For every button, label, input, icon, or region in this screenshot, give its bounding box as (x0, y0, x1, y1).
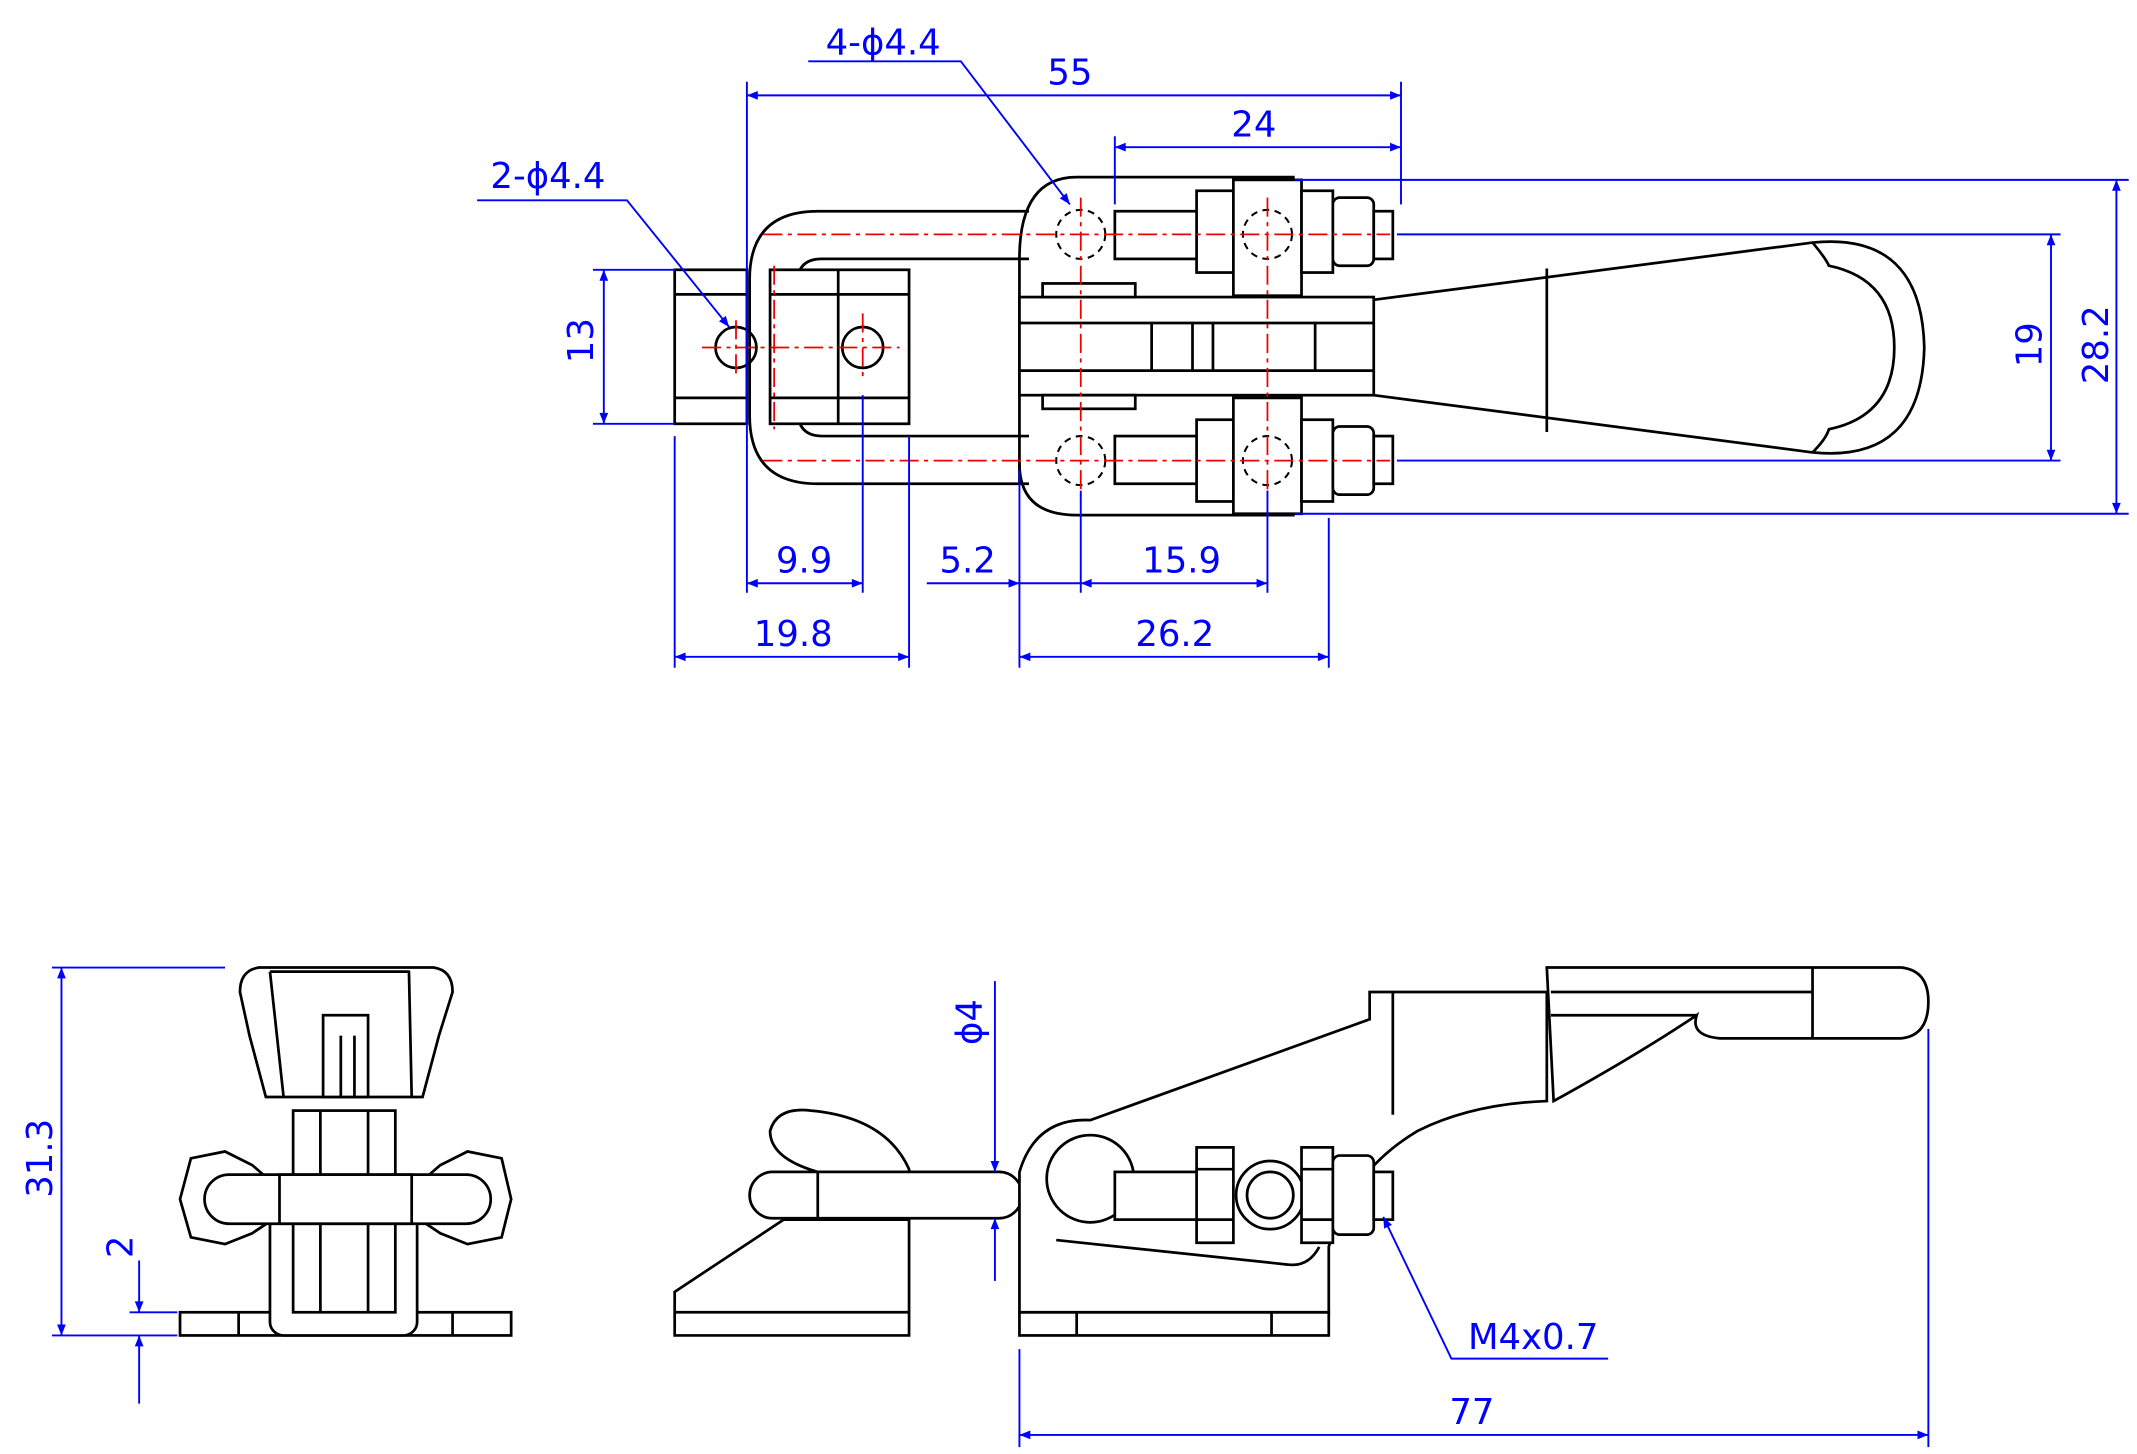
dim-24: 24 (1231, 104, 1276, 145)
top-view: 4-ϕ4.4 2-ϕ4.4 55 24 13 19 28.2 9.9 5.2 1… (477, 23, 2129, 668)
holes-4-label: 4-ϕ4.4 (826, 23, 941, 64)
dim-rod-diameter: ϕ4 (949, 999, 990, 1045)
dim-15-9: 15.9 (1142, 540, 1221, 581)
dim-19: 19 (2009, 322, 2050, 367)
dim-55: 55 (1047, 52, 1092, 93)
dim-19-8: 19.8 (754, 614, 833, 655)
dim-9-9: 9.9 (776, 540, 832, 581)
side-view: ϕ4 M4x0.7 77 (673, 966, 1930, 1448)
dim-31-3: 31.3 (20, 1119, 61, 1198)
dim-2: 2 (100, 1236, 141, 1259)
dim-77: 77 (1449, 1392, 1494, 1433)
dim-26-2: 26.2 (1135, 614, 1214, 655)
end-view: 31.3 2 (20, 966, 513, 1404)
dim-5-2: 5.2 (939, 540, 995, 581)
dim-28-2: 28.2 (2076, 305, 2117, 384)
holes-2-label: 2-ϕ4.4 (490, 156, 605, 197)
dim-13: 13 (561, 318, 602, 363)
thread-label: M4x0.7 (1468, 1317, 1598, 1358)
